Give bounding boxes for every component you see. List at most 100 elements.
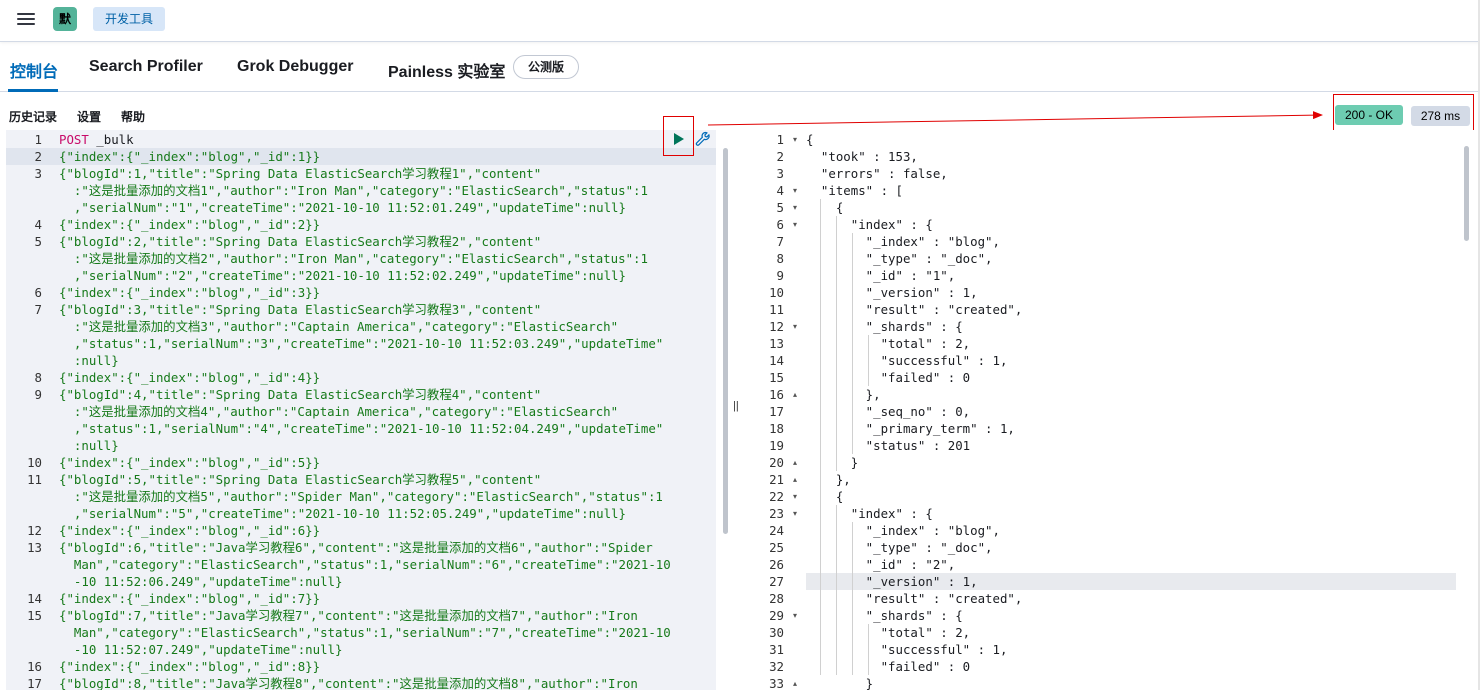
status-badge: 200 - OK <box>1335 105 1403 125</box>
response-code-line: } <box>806 676 874 690</box>
fold-open-icon[interactable]: ▾ <box>793 322 798 331</box>
fold-open-icon[interactable]: ▾ <box>793 492 798 501</box>
line-number: 3 <box>34 166 42 181</box>
request-code-line: {"blogId":3,"title":"Spring Data Elastic… <box>59 301 541 318</box>
active-line-highlight <box>6 148 716 165</box>
fold-open-icon[interactable]: ▾ <box>793 135 798 144</box>
response-code-line: "_index" : "blog", <box>806 234 1000 249</box>
run-button[interactable] <box>663 116 694 156</box>
code-token: {"index":{"_index":"blog","_id":8}} <box>59 659 321 674</box>
space-avatar[interactable]: 默 <box>53 7 77 31</box>
line-number: 7 <box>776 234 784 249</box>
request-code-line: Man","category":"ElasticSearch","status"… <box>59 624 671 641</box>
code-token: {"blogId":2,"title":"Spring Data Elastic… <box>59 234 542 249</box>
fold-open-icon[interactable]: ▾ <box>793 509 798 518</box>
line-number: 12 <box>769 319 784 334</box>
response-viewer[interactable]: 1▾{2 "took" : 153,3 "errors" : false,4▾ … <box>746 130 1480 690</box>
code-token: :null} <box>59 438 119 453</box>
code-token: {"index":{"_index":"blog","_id":2}} <box>59 217 321 232</box>
code-token: {"index":{"_index":"blog","_id":7}} <box>59 591 321 606</box>
line-number: 10 <box>769 285 784 300</box>
line-number: 32 <box>769 659 784 674</box>
response-code-line: "_type" : "_doc", <box>806 251 993 266</box>
response-code-line: "index" : { <box>806 506 933 521</box>
tab-search-profiler[interactable]: Search Profiler <box>89 58 203 75</box>
line-number: 18 <box>769 421 784 436</box>
wrench-icon[interactable] <box>694 130 712 148</box>
response-code-line: "total" : 2, <box>806 336 971 351</box>
fold-close-icon[interactable]: ▴ <box>793 390 798 399</box>
request-scrollbar[interactable] <box>723 148 728 534</box>
fold-open-icon[interactable]: ▾ <box>793 220 798 229</box>
tab-console[interactable]: 控制台 <box>10 64 59 81</box>
response-code-line: "result" : "created", <box>806 302 1023 317</box>
request-code-line: -10 11:52:07.249","updateTime":null} <box>59 641 343 658</box>
request-gutter <box>6 130 56 690</box>
line-number: 30 <box>769 625 784 640</box>
code-token: {"index":{"_index":"blog","_id":1}} <box>59 149 321 164</box>
line-number: 11 <box>27 472 42 487</box>
line-number: 22 <box>769 489 784 504</box>
fold-close-icon[interactable]: ▴ <box>793 458 798 467</box>
line-number: 4 <box>776 183 784 198</box>
line-number: 20 <box>769 455 784 470</box>
request-code-line: {"blogId":2,"title":"Spring Data Elastic… <box>59 233 541 250</box>
response-code-line: "_shards" : { <box>806 319 963 334</box>
request-code-line: {"index":{"_index":"blog","_id":4}} <box>59 369 320 386</box>
request-code-line: :"这是批量添加的文档2","author":"Iron Man","categ… <box>59 250 648 267</box>
tab-grok-debugger[interactable]: Grok Debugger <box>237 58 354 75</box>
response-code-line: "status" : 201 <box>806 438 971 453</box>
request-code-line: {"blogId":1,"title":"Spring Data Elastic… <box>59 165 541 182</box>
resize-handle-icon[interactable]: || <box>733 400 739 412</box>
request-code-line: :null} <box>59 437 119 454</box>
line-number: 27 <box>769 574 784 589</box>
code-token: -10 11:52:06.249","updateTime":null} <box>59 574 343 589</box>
response-code-line: "result" : "created", <box>806 591 1023 606</box>
line-number: 33 <box>769 676 784 690</box>
fold-close-icon[interactable]: ▴ <box>793 475 798 484</box>
response-code-line: "_seq_no" : 0, <box>806 404 971 419</box>
breadcrumb-app[interactable]: 开发工具 <box>93 7 166 31</box>
settings-link[interactable]: 设置 <box>77 110 102 124</box>
line-number: 12 <box>27 523 42 538</box>
line-number: 23 <box>769 506 784 521</box>
response-scrollbar[interactable] <box>1464 146 1469 241</box>
request-code-line: Man","category":"ElasticSearch","status"… <box>59 556 671 573</box>
request-code-line: {"index":{"_index":"blog","_id":1}} <box>59 148 320 165</box>
top-header: 默 开发工具 <box>0 0 1480 42</box>
fold-open-icon[interactable]: ▾ <box>793 186 798 195</box>
code-token: {"blogId":5,"title":"Spring Data Elastic… <box>59 472 542 487</box>
indent-guide <box>868 624 869 675</box>
response-code-line: "_primary_term" : 1, <box>806 421 1015 436</box>
line-number: 17 <box>769 404 784 419</box>
fold-open-icon[interactable]: ▾ <box>793 203 798 212</box>
request-code-line: :"这是批量添加的文档3","author":"Captain America"… <box>59 318 618 335</box>
line-number: 3 <box>776 166 784 181</box>
history-link[interactable]: 历史记录 <box>9 110 58 124</box>
request-code-line: {"index":{"_index":"blog","_id":7}} <box>59 590 320 607</box>
code-token: :"这是批量添加的文档5","author":"Spider Man","cat… <box>59 489 663 504</box>
menu-icon[interactable] <box>16 10 36 30</box>
request-code-line: {"blogId":6,"title":"Java学习教程6","content… <box>59 539 653 556</box>
line-number: 17 <box>27 676 42 690</box>
line-number: 21 <box>769 472 784 487</box>
request-code-line: :"这是批量添加的文档1","author":"Iron Man","categ… <box>59 182 648 199</box>
response-code-line: "failed" : 0 <box>806 659 971 674</box>
fold-open-icon[interactable]: ▾ <box>793 611 798 620</box>
fold-close-icon[interactable]: ▴ <box>793 679 798 688</box>
request-code-line: {"blogId":5,"title":"Spring Data Elastic… <box>59 471 541 488</box>
code-token: :"这是批量添加的文档2","author":"Iron Man","categ… <box>59 251 648 266</box>
code-token: {"index":{"_index":"blog","_id":3}} <box>59 285 321 300</box>
request-code-line: :"这是批量添加的文档4","author":"Captain America"… <box>59 403 618 420</box>
request-code-line: POST _bulk <box>59 131 134 148</box>
request-code-line: {"blogId":7,"title":"Java学习教程7","content… <box>59 607 638 624</box>
help-link[interactable]: 帮助 <box>121 110 146 124</box>
code-token: {"blogId":7,"title":"Java学习教程7","content… <box>59 608 638 623</box>
line-number: 19 <box>769 438 784 453</box>
line-number: 9 <box>34 387 42 402</box>
response-code-line: "errors" : false, <box>806 166 948 181</box>
tab-painless-lab[interactable]: Painless 实验室 <box>388 64 506 81</box>
code-token: {"index":{"_index":"blog","_id":4}} <box>59 370 321 385</box>
